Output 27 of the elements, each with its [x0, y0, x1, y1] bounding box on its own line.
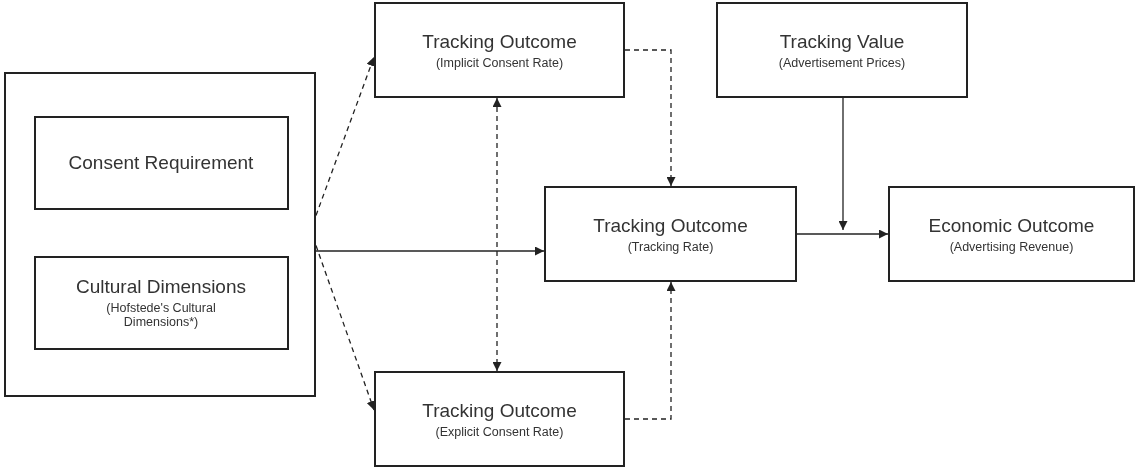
process-box: [33, 115, 289, 210]
box-title: Consent Requirement: [68, 151, 254, 174]
box-title: Tracking Outcome: [593, 214, 748, 237]
box-title: Economic Outcome: [928, 214, 1095, 237]
arrow: [315, 246, 545, 256]
process-box: [544, 186, 797, 282]
arrow: [624, 49, 676, 187]
box-subtitle: (Hofstede's Cultural Dimensions*): [105, 301, 217, 329]
process-box: [374, 2, 625, 98]
box-subtitle: (Advertising Revenue): [948, 239, 1075, 254]
box-title: Tracking Outcome: [422, 30, 577, 53]
group-box: [4, 72, 316, 397]
process-box: [888, 186, 1135, 282]
arrow: [624, 281, 676, 420]
arrow: [838, 97, 848, 231]
box-subtitle: (Implicit Consent Rate): [434, 55, 565, 70]
box-subtitle: (Tracking Rate): [626, 239, 715, 254]
box-title: Tracking Outcome: [422, 399, 577, 422]
box-subtitle: (Explicit Consent Rate): [434, 424, 565, 439]
box-title: Cultural Dimensions: [76, 276, 246, 298]
process-box: [33, 255, 289, 350]
box-subtitle: (Advertisement Prices): [777, 55, 907, 70]
box-title: Tracking Value: [779, 30, 905, 53]
process-box: [716, 2, 968, 98]
arrow: [796, 229, 889, 239]
process-box: [374, 371, 625, 467]
arrow: [492, 97, 502, 372]
